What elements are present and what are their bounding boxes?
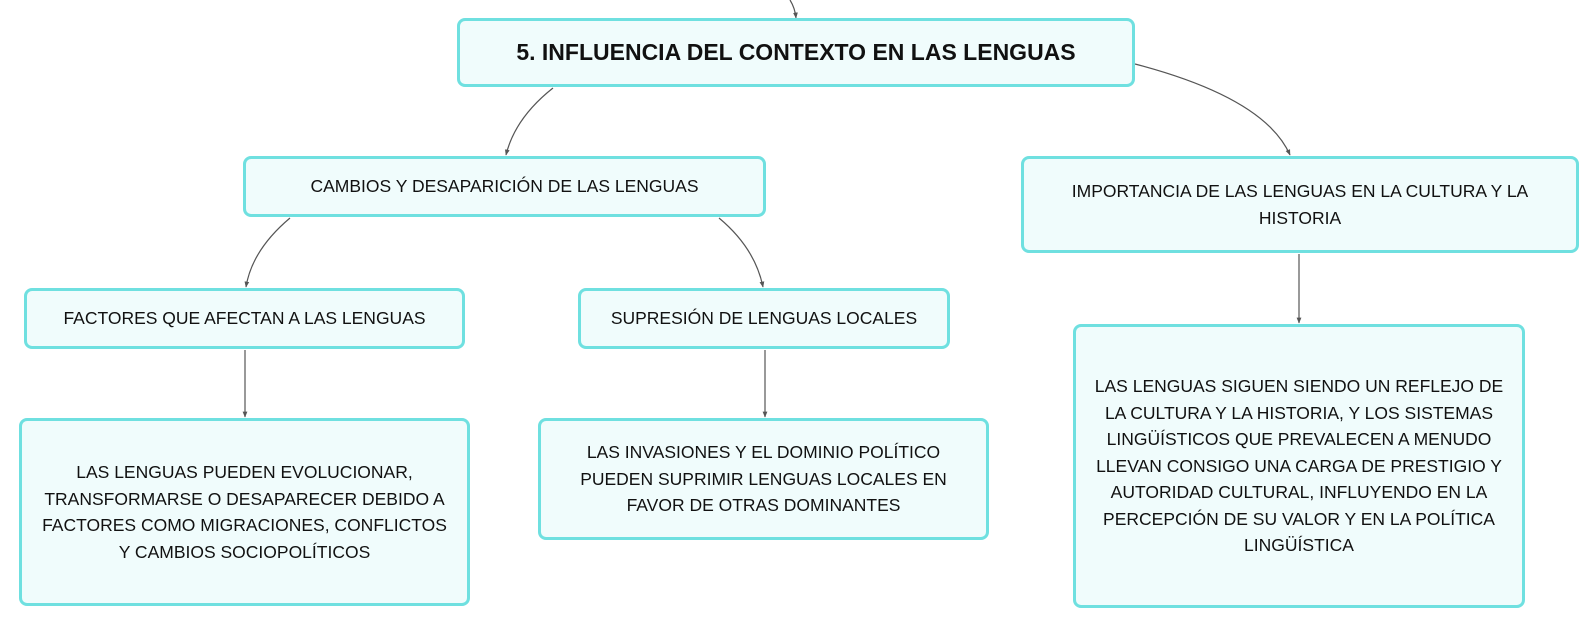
factores-node[interactable]: FACTORES QUE AFECTAN A LAS LENGUAS [24,288,465,349]
supresion-detail-node[interactable]: LAS INVASIONES Y EL DOMINIO POLÍTICO PUE… [538,418,989,540]
importancia-node-label: IMPORTANCIA DE LAS LENGUAS EN LA CULTURA… [1071,181,1529,228]
supresion-node-label: SUPRESIÓN DE LENGUAS LOCALES [610,308,918,329]
connector-root-to-importancia [1134,63,1291,156]
factores-detail-node[interactable]: LAS LENGUAS PUEDEN EVOLUCIONAR, TRANSFOR… [19,418,470,606]
root-node-label: 5. INFLUENCIA DEL CONTEXTO EN LAS LENGUA… [516,39,1076,66]
factores-node-label: FACTORES QUE AFECTAN A LAS LENGUAS [63,308,426,329]
root-node[interactable]: 5. INFLUENCIA DEL CONTEXTO EN LAS LENGUA… [457,18,1135,87]
factores-detail-label: LAS LENGUAS PUEDEN EVOLUCIONAR, TRANSFOR… [42,462,447,562]
importancia-detail-label: LAS LENGUAS SIGUEN SIENDO UN REFLEJO DE … [1094,376,1504,556]
importancia-detail-node[interactable]: LAS LENGUAS SIGUEN SIENDO UN REFLEJO DE … [1073,324,1525,608]
importancia-node[interactable]: IMPORTANCIA DE LAS LENGUAS EN LA CULTURA… [1021,156,1579,253]
supresion-node[interactable]: SUPRESIÓN DE LENGUAS LOCALES [578,288,950,349]
connector-incoming-root [789,0,798,19]
cambios-node-label: CAMBIOS Y DESAPARICIÓN DE LAS LENGUAS [310,176,699,197]
cambios-node[interactable]: CAMBIOS Y DESAPARICIÓN DE LAS LENGUAS [243,156,766,217]
connector-cambios-to-factores [244,217,291,288]
connector-root-to-cambios [504,87,554,156]
connector-cambios-to-supresion [718,217,765,288]
supresion-detail-label: LAS INVASIONES Y EL DOMINIO POLÍTICO PUE… [580,442,947,516]
